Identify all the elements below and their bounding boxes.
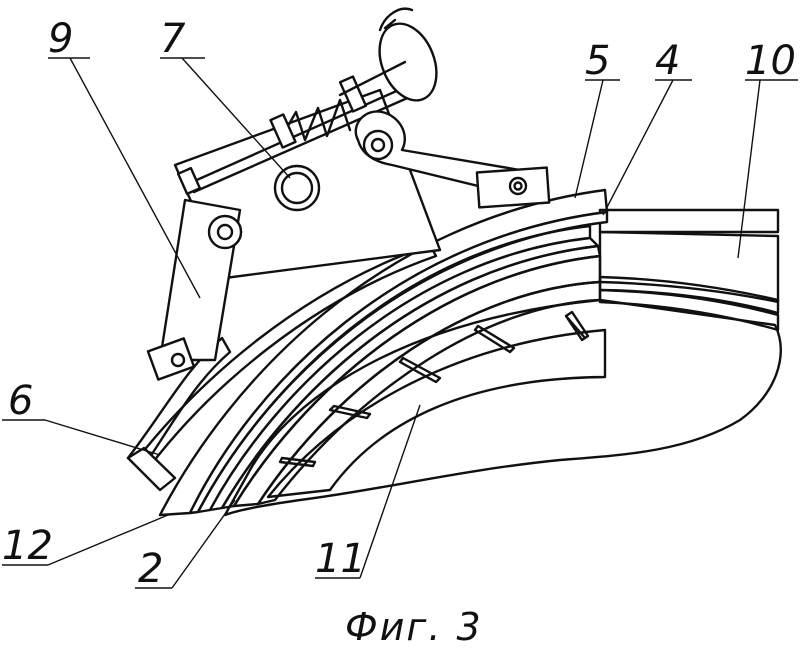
callout-12: 12 (2, 523, 53, 569)
leader-lines (2, 57, 798, 589)
layer-2 (256, 280, 602, 506)
outer-hatch-right (598, 288, 780, 332)
plate-6 (126, 243, 438, 468)
bracket-6 (126, 446, 177, 492)
callouts: 9 7 5 4 10 6 12 2 11 (2, 16, 796, 592)
spikes (278, 310, 590, 468)
callout-5: 5 (585, 38, 610, 84)
callout-2: 2 (138, 546, 163, 592)
callout-11: 11 (315, 536, 366, 582)
liquid-reservoir (598, 208, 780, 304)
figure-caption: Фиг. 3 (345, 605, 483, 649)
lever-arm (354, 110, 551, 209)
callout-9: 9 (48, 16, 73, 62)
callout-6: 6 (8, 378, 33, 424)
callout-7: 7 (160, 16, 186, 62)
callout-10: 10 (745, 38, 796, 84)
callout-4: 4 (655, 38, 680, 84)
leg-9 (146, 198, 243, 381)
adjustment-knob (338, 7, 438, 102)
